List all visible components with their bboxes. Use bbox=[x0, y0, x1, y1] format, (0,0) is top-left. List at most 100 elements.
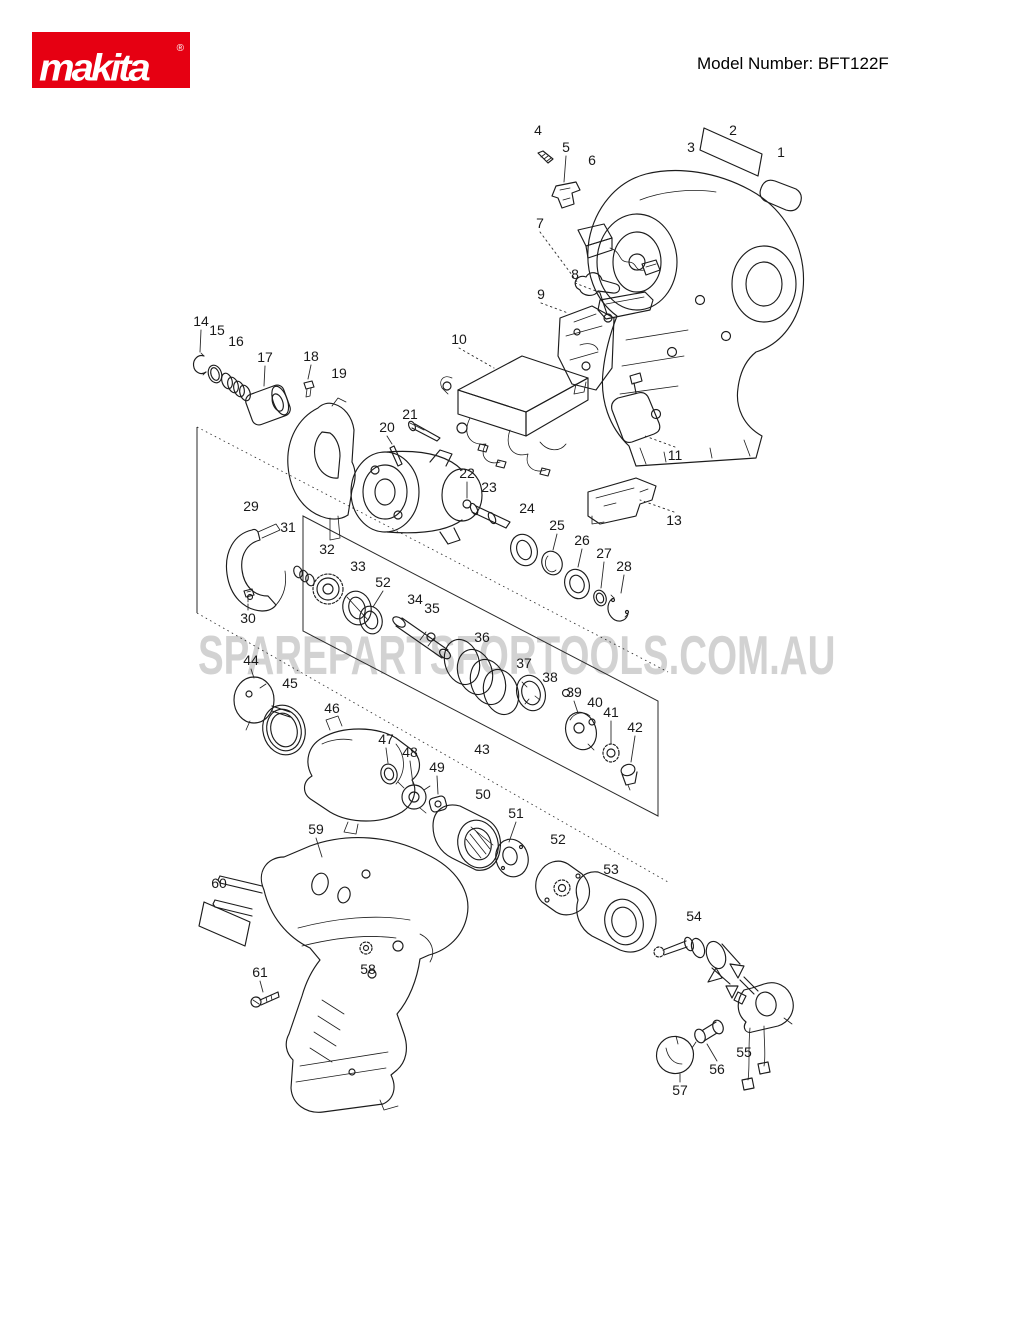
part-label-50: 50 bbox=[475, 786, 491, 802]
part-label-40: 40 bbox=[587, 694, 603, 710]
part-label-28: 28 bbox=[616, 558, 632, 574]
part-art-48-gear-with-pins bbox=[397, 781, 431, 814]
part-label-52: 52 bbox=[550, 831, 566, 847]
part-label-51: 51 bbox=[508, 805, 524, 821]
part-label-22: 22 bbox=[459, 465, 475, 481]
part-label-45: 45 bbox=[282, 675, 298, 691]
part-label-60: 60 bbox=[211, 875, 227, 891]
part-art-11-plate bbox=[611, 372, 661, 443]
part-art-6-block-with-wire bbox=[577, 223, 661, 276]
leader-line-8 bbox=[574, 282, 602, 294]
part-label-4: 4 bbox=[534, 122, 542, 138]
part-label-30: 30 bbox=[240, 610, 256, 626]
part-art-34-shaft bbox=[392, 616, 451, 660]
part-label-17: 17 bbox=[257, 349, 273, 365]
leader-line-20 bbox=[386, 435, 393, 445]
registered-trademark-symbol: ® bbox=[176, 43, 184, 54]
part-art-26-bearing bbox=[564, 568, 590, 600]
part-art-4-screw bbox=[537, 150, 554, 164]
part-label-6: 6 bbox=[588, 152, 596, 168]
leader-line-11 bbox=[644, 435, 676, 448]
part-label-7: 7 bbox=[536, 215, 544, 231]
part-label-56: 56 bbox=[709, 1061, 725, 1077]
leader-line-44 bbox=[250, 668, 255, 679]
part-art-54-armature bbox=[653, 936, 759, 999]
part-art-18-screw bbox=[303, 380, 315, 398]
part-art-60-label-sticker bbox=[198, 901, 251, 947]
leader-line-17 bbox=[263, 365, 266, 387]
artwork-layer: 1234567891011131415161718192021222324252… bbox=[192, 122, 805, 1113]
part-art-39-cam bbox=[564, 711, 598, 751]
part-art-51-plate bbox=[495, 838, 529, 878]
part-art-37-washer bbox=[515, 674, 547, 712]
part-label-27: 27 bbox=[596, 545, 612, 561]
part-label-1: 1 bbox=[777, 144, 785, 160]
part-art-29-clamp bbox=[225, 523, 286, 612]
leader-line-21 bbox=[409, 422, 425, 431]
leader-line-25 bbox=[552, 533, 558, 551]
part-art-10-controller bbox=[440, 355, 589, 477]
part-label-47: 47 bbox=[378, 731, 394, 747]
part-art-52-motor-mount bbox=[535, 860, 591, 916]
leader-line-28 bbox=[620, 574, 625, 594]
part-art-13-bracket bbox=[587, 477, 657, 525]
part-art-14-circlip bbox=[192, 352, 207, 376]
part-art-19-cover bbox=[287, 397, 356, 541]
part-label-33: 33 bbox=[350, 558, 366, 574]
part-label-14: 14 bbox=[193, 313, 209, 329]
leader-line-26 bbox=[577, 548, 583, 568]
part-art-36-spring bbox=[443, 638, 520, 716]
part-label-61: 61 bbox=[252, 964, 268, 980]
leader-line-42 bbox=[630, 735, 636, 763]
part-label-2: 2 bbox=[729, 122, 737, 138]
part-art-21-pin bbox=[407, 420, 441, 442]
leader-line-27 bbox=[600, 561, 605, 589]
part-label-41: 41 bbox=[603, 704, 619, 720]
part-art-55-brush-holder bbox=[733, 982, 794, 1091]
part-label-34: 34 bbox=[407, 591, 423, 607]
part-art-31-spring bbox=[293, 565, 315, 587]
makita-logo: makita ® bbox=[32, 32, 190, 88]
part-label-49: 49 bbox=[429, 759, 445, 775]
part-label-20: 20 bbox=[379, 419, 395, 435]
part-art-40-steel-ball bbox=[588, 718, 596, 726]
leader-line-5 bbox=[563, 155, 567, 183]
part-label-26: 26 bbox=[574, 532, 590, 548]
gear-assembly-boundary-box bbox=[302, 515, 659, 817]
part-art-53-motor-can bbox=[575, 871, 657, 953]
part-label-32: 32 bbox=[319, 541, 335, 557]
part-art-31-gear-assembly bbox=[350, 449, 483, 545]
part-label-37: 37 bbox=[516, 655, 532, 671]
part-label-5: 5 bbox=[562, 139, 570, 155]
part-label-48: 48 bbox=[402, 744, 418, 760]
leader-line-48 bbox=[409, 760, 414, 785]
part-art-20-pin bbox=[389, 445, 403, 467]
part-art-47-bushing bbox=[380, 763, 398, 785]
leader-line-9 bbox=[540, 302, 569, 314]
part-art-30-screw bbox=[243, 588, 255, 603]
part-label-39: 39 bbox=[566, 684, 582, 700]
part-art-23-shaft bbox=[469, 502, 511, 529]
part-art-15-o-ring bbox=[207, 364, 223, 384]
makita-logo-wordmark: makita bbox=[39, 47, 151, 89]
part-art-35-steel-ball bbox=[426, 632, 436, 642]
part-label-38: 38 bbox=[542, 669, 558, 685]
part-label-52: 52 bbox=[375, 574, 391, 590]
part-art-50-drum bbox=[432, 804, 502, 871]
part-label-9: 9 bbox=[537, 286, 545, 302]
part-label-3: 3 bbox=[687, 139, 695, 155]
part-label-11: 11 bbox=[668, 447, 683, 463]
part-art-8-bar bbox=[597, 291, 654, 320]
part-art-33-bearing-gear bbox=[342, 590, 372, 626]
leader-line-10 bbox=[458, 347, 495, 369]
part-art-42-screw bbox=[620, 763, 638, 791]
part-label-35: 35 bbox=[424, 600, 440, 616]
part-art-5-bracket bbox=[551, 181, 581, 209]
part-label-54: 54 bbox=[686, 908, 702, 924]
part-art-28-circlip bbox=[607, 594, 630, 622]
part-label-44: 44 bbox=[243, 652, 259, 668]
part-art-45-ring bbox=[262, 704, 306, 756]
part-art-9-switch bbox=[557, 305, 615, 395]
leader-line-49 bbox=[436, 775, 439, 795]
